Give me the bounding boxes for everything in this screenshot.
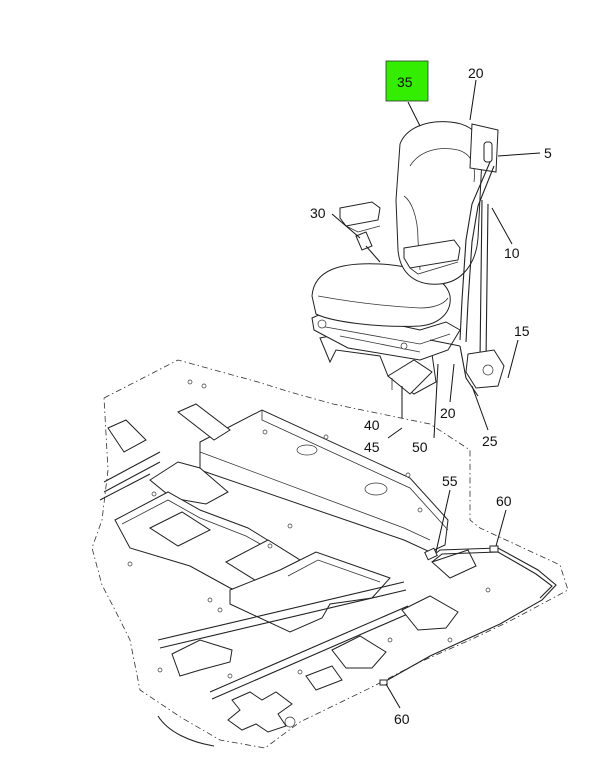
callout-15[interactable]: 15 — [514, 323, 530, 339]
callout-10[interactable]: 10 — [504, 245, 520, 261]
callout-60-bottom[interactable]: 60 — [394, 711, 410, 727]
callout-60-right[interactable]: 60 — [496, 493, 512, 509]
callout-40[interactable]: 40 — [364, 417, 380, 433]
callout-25[interactable]: 25 — [482, 433, 498, 449]
callout-5[interactable]: 5 — [544, 145, 552, 161]
seat-assembly — [311, 121, 505, 397]
highlight-box — [385, 60, 429, 102]
callout-30[interactable]: 30 — [310, 205, 326, 221]
callout-55[interactable]: 55 — [442, 473, 458, 489]
callout-20-bottom[interactable]: 20 — [440, 405, 456, 421]
callout-20-top[interactable]: 20 — [468, 65, 484, 81]
callout-leaders — [331, 79, 541, 709]
callout-50[interactable]: 50 — [412, 439, 428, 455]
floor-panel — [91, 359, 569, 749]
callout-35[interactable]: 35 — [397, 74, 413, 90]
callout-45[interactable]: 45 — [364, 439, 380, 455]
